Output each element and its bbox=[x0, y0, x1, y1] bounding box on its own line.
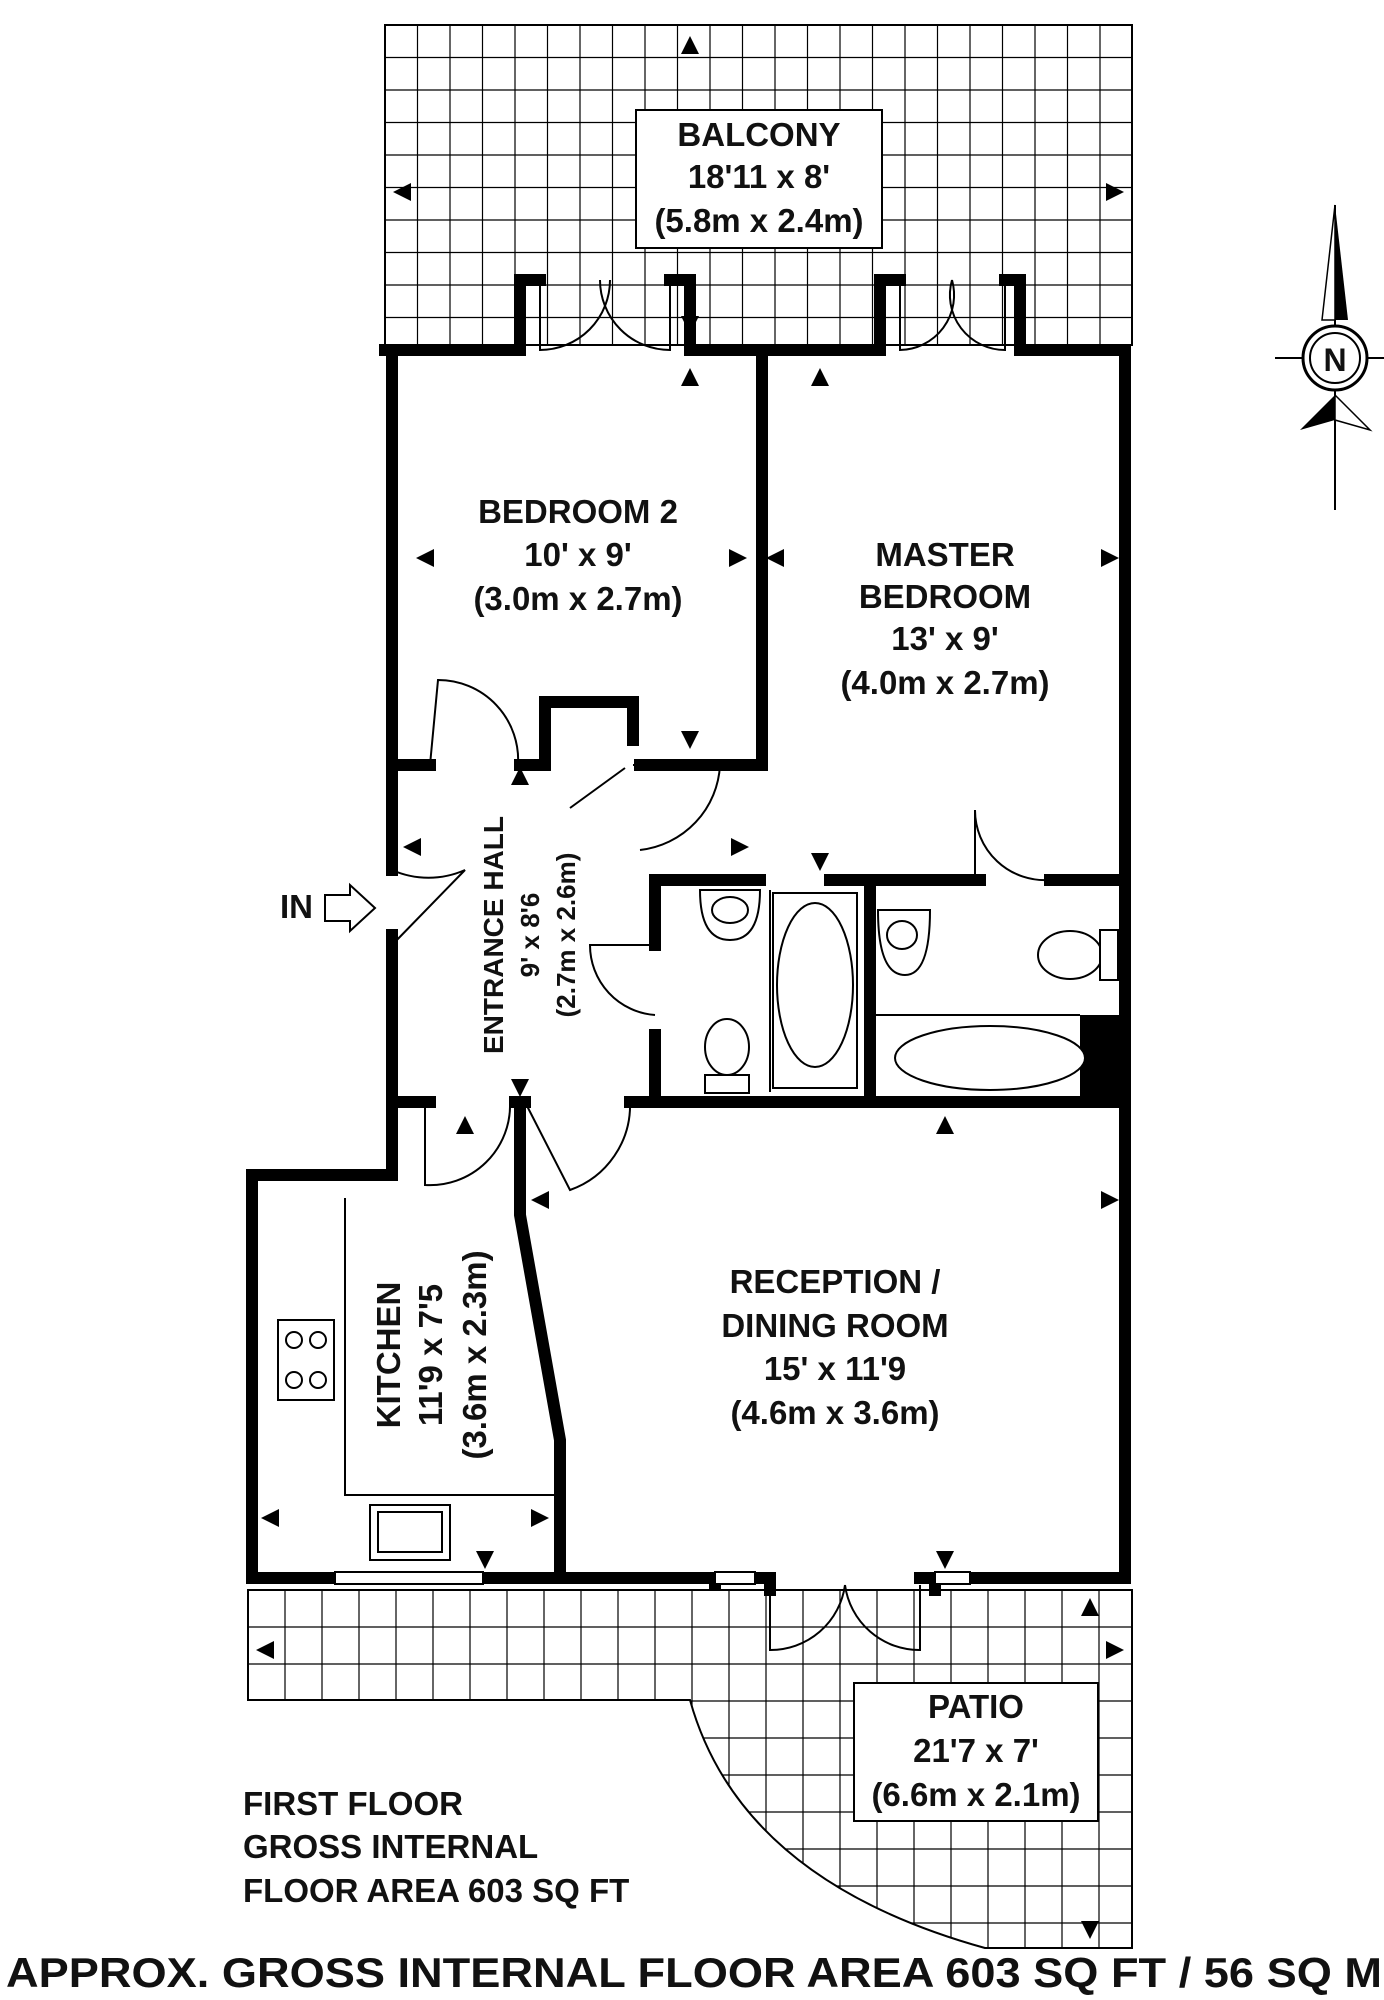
dimension-arrow bbox=[531, 1191, 549, 1209]
dimension-arrow bbox=[1101, 1191, 1119, 1209]
toilet-icon bbox=[704, 1018, 750, 1076]
reception-imperial: 15' x 11'9 bbox=[764, 1350, 906, 1387]
bathtub-2-icon bbox=[894, 1025, 1086, 1091]
patio-imperial: 21'7 x 7' bbox=[913, 1732, 1039, 1769]
dimension-arrow bbox=[1081, 1598, 1099, 1616]
dimension-arrow bbox=[511, 1079, 529, 1097]
reception-metric: (4.6m x 3.6m) bbox=[730, 1394, 939, 1431]
floor-info-line2: GROSS INTERNAL bbox=[243, 1828, 538, 1865]
toilet-2-icon bbox=[1037, 930, 1103, 980]
dimension-arrow bbox=[256, 1641, 274, 1659]
balcony-metric: (5.8m x 2.4m) bbox=[654, 202, 863, 239]
reception-name-2: DINING ROOM bbox=[721, 1307, 948, 1344]
dimension-arrow bbox=[456, 1116, 474, 1134]
patio-metric: (6.6m x 2.1m) bbox=[871, 1776, 1080, 1813]
bedroom2-name: BEDROOM 2 bbox=[478, 493, 678, 530]
dimension-arrow bbox=[416, 549, 434, 567]
patio-area: PATIO 21'7 x 7' (6.6m x 2.1m) bbox=[247, 1589, 1133, 1949]
dimension-arrow bbox=[511, 767, 529, 785]
master-name-2: BEDROOM bbox=[859, 578, 1031, 615]
patio-name: PATIO bbox=[928, 1688, 1024, 1725]
dimension-arrow bbox=[936, 1116, 954, 1134]
dimension-arrow bbox=[531, 1509, 549, 1527]
master-imperial: 13' x 9' bbox=[891, 620, 998, 657]
compass-n-label: N bbox=[1323, 342, 1346, 378]
balcony-name: BALCONY bbox=[677, 116, 840, 153]
hall-metric: (2.7m x 2.6m) bbox=[551, 853, 581, 1018]
dimension-arrow bbox=[1106, 183, 1124, 201]
hob-icon bbox=[277, 1319, 335, 1401]
master-name-1: MASTER bbox=[875, 536, 1015, 573]
dimension-arrow bbox=[1081, 1921, 1099, 1939]
kitchen-imperial: 11'9 x 7'5 bbox=[412, 1284, 449, 1426]
hall-name: ENTRANCE HALL bbox=[478, 816, 509, 1054]
dimension-arrow bbox=[681, 316, 699, 334]
dimension-arrow bbox=[476, 1551, 494, 1569]
bathtub-icon bbox=[776, 902, 854, 1068]
bedroom2-metric: (3.0m x 2.7m) bbox=[473, 580, 682, 617]
dimension-arrow bbox=[403, 838, 421, 856]
floor-info-line1: FIRST FLOOR bbox=[243, 1785, 463, 1822]
master-metric: (4.0m x 2.7m) bbox=[840, 664, 1049, 701]
dimension-arrows bbox=[256, 36, 1124, 1939]
dimension-arrow bbox=[766, 549, 784, 567]
dimension-arrow bbox=[681, 36, 699, 54]
dimension-arrow bbox=[936, 1551, 954, 1569]
dimension-arrow bbox=[811, 853, 829, 871]
kitchen-name: KITCHEN bbox=[370, 1282, 407, 1429]
floor-info-line3: FLOOR AREA 603 SQ FT bbox=[243, 1872, 629, 1909]
dimension-arrow bbox=[261, 1509, 279, 1527]
entrance-arrow-icon bbox=[324, 882, 377, 934]
dimension-arrow bbox=[1106, 1641, 1124, 1659]
fixtures bbox=[277, 889, 1119, 1585]
patio-label-box bbox=[853, 1682, 1099, 1822]
balcony-label-box bbox=[635, 109, 883, 249]
dimension-arrow bbox=[731, 838, 749, 856]
dimension-arrow bbox=[811, 368, 829, 386]
dimension-arrow bbox=[1101, 549, 1119, 567]
north-compass-icon: N bbox=[1275, 204, 1384, 510]
bedroom2-imperial: 10' x 9' bbox=[524, 536, 631, 573]
dimension-arrow bbox=[393, 183, 411, 201]
entrance-label: IN bbox=[280, 888, 313, 925]
hall-imperial: 9' x 8'6 bbox=[515, 893, 545, 978]
doors bbox=[391, 279, 1051, 1652]
dimension-arrow bbox=[729, 549, 747, 567]
balcony-area: BALCONY 18'11 x 8' (5.8m x 2.4m) bbox=[384, 24, 1133, 346]
reception-name-1: RECEPTION / bbox=[730, 1263, 941, 1300]
dimension-arrow bbox=[681, 731, 699, 749]
dimension-arrow bbox=[681, 368, 699, 386]
balcony-imperial: 18'11 x 8' bbox=[688, 158, 830, 195]
footer-area: APPROX. GROSS INTERNAL FLOOR AREA 603 SQ… bbox=[6, 1949, 1382, 1996]
kitchen-metric: (3.6m x 2.3m) bbox=[456, 1250, 493, 1459]
